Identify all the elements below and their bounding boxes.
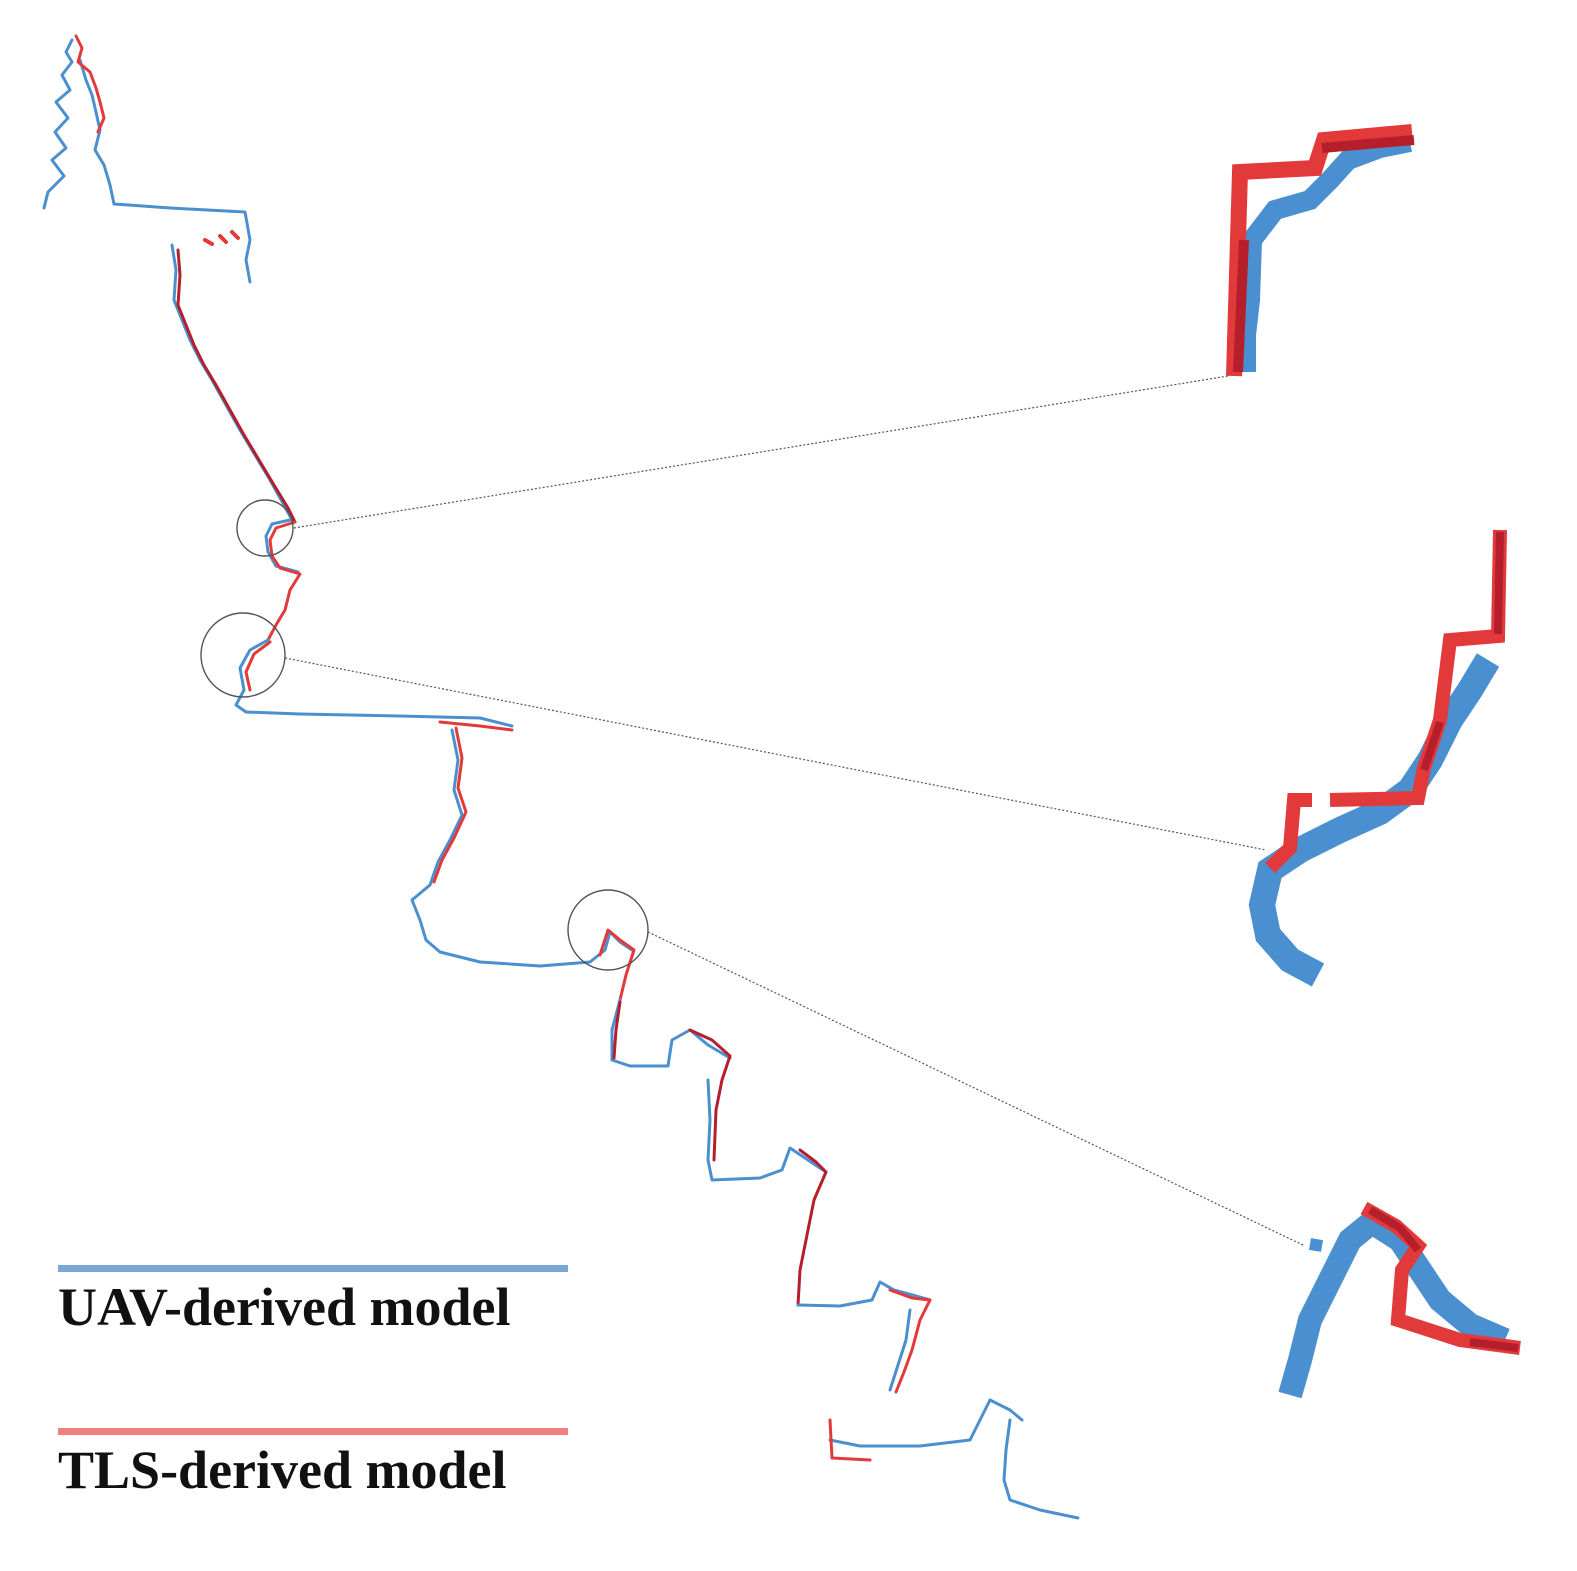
zoom-circle-1 [236,499,294,557]
legend-uav: UAV-derived model [58,1265,570,1334]
zoom-detail-2 [1248,529,1507,987]
zoom2-tls-overlap [1420,531,1504,772]
zoom3-uav [1278,1207,1510,1399]
tls-notch-2 [244,640,272,692]
zoom2-tls [1265,529,1507,873]
tls-steps-bottom [828,1288,932,1462]
uav-slope [170,243,294,522]
tls-ledge-2 [438,720,514,732]
guide-line-1 [293,375,1229,529]
uav-steps-lower [610,998,828,1182]
main-profile [42,34,1080,1520]
tls-steps-lower [612,1000,828,1307]
zoom1-tls [1226,124,1413,377]
zoom3-uav-specks [1309,1238,1330,1301]
zoom1-tls-overlap [1233,135,1415,373]
zoom-circle-3 [567,889,649,971]
tls-dots-1 [203,230,240,246]
tls-bench-3 [598,928,636,1002]
zoom-guides [200,375,1306,1247]
tls-top-scribble [74,34,106,134]
legend-tls: TLS-derived model [58,1428,570,1497]
legend-uav-line [58,1265,568,1272]
zoom2-uav [1248,653,1500,987]
tls-notch-1 [266,520,302,642]
tls-slope [176,248,297,524]
uav-top-scribble [42,38,116,210]
legend-tls-line [58,1428,568,1435]
uav-ledge-1 [112,202,252,284]
tls-face-1 [432,726,468,884]
legend-tls-label: TLS-derived model [58,1440,507,1500]
guide-line-3 [647,931,1306,1247]
legend-uav-label: UAV-derived model [58,1277,511,1337]
zoom1-uav [1236,132,1412,372]
zoom-circle-2 [200,612,286,698]
uav-notch-2 [234,638,270,714]
uav-steps-bottom [796,1280,1080,1520]
uav-ledge-2 [244,710,514,728]
zoom-detail-3 [1278,1201,1521,1399]
zoom-detail-1 [1226,124,1415,377]
zoom3-tls-overlap [1367,1206,1519,1352]
guide-line-2 [284,657,1267,851]
uav-face-1 [410,728,464,954]
